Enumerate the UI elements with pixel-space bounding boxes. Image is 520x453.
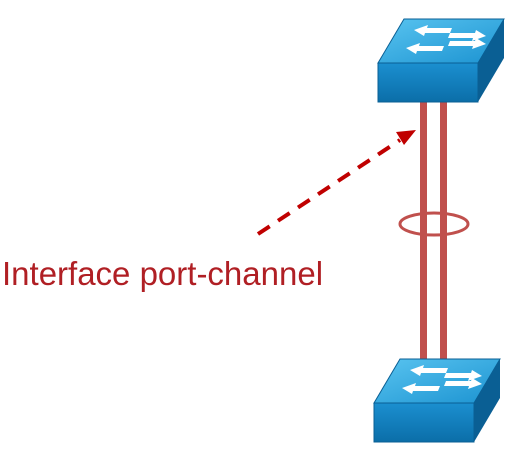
port-channel-label: Interface port-channel (2, 255, 324, 292)
network-switch-icon (377, 18, 505, 103)
link-line-right (440, 100, 447, 366)
port-channel-ellipse (398, 211, 470, 237)
pointer-arrow (256, 130, 416, 236)
bottom-switch (373, 358, 501, 443)
network-switch-icon (373, 358, 501, 443)
link-bundle (398, 100, 470, 366)
top-switch (377, 18, 505, 103)
